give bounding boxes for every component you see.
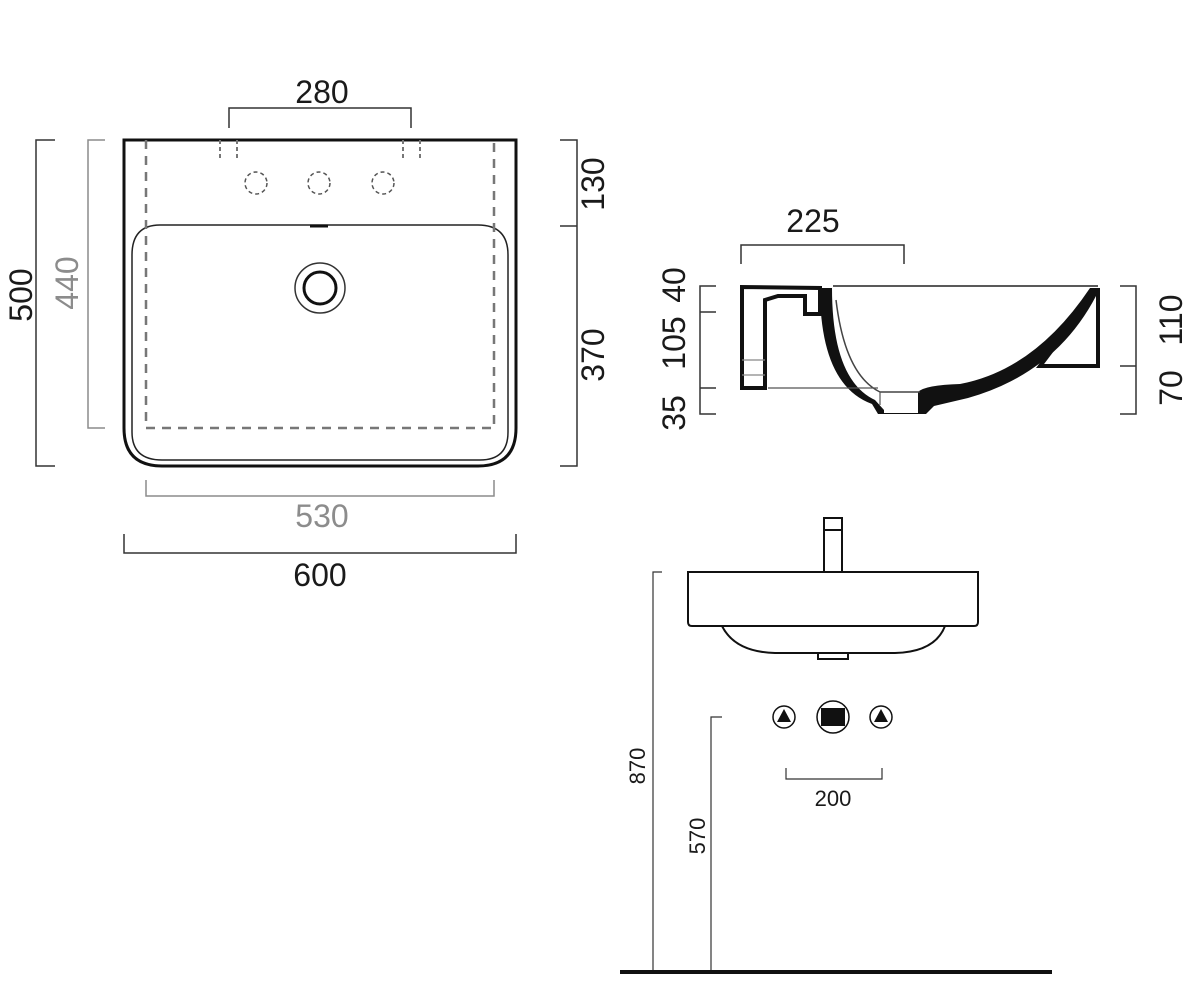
- dim-40: 40: [656, 267, 692, 303]
- front-elevation: 200 870 570: [620, 517, 1052, 974]
- dim-line-225: [740, 244, 905, 264]
- tap-marks: [219, 140, 421, 158]
- dim-225: 225: [786, 203, 839, 239]
- dim-35: 35: [656, 395, 692, 431]
- drain-outer: [294, 262, 346, 314]
- dim-line-440: [87, 139, 105, 429]
- dim-line-left: [699, 285, 716, 415]
- drain-stub: [817, 652, 849, 660]
- dim-110: 110: [1153, 294, 1189, 345]
- dim-70: 70: [1153, 370, 1189, 406]
- dim-line-570: [710, 716, 722, 972]
- right-support: [1035, 288, 1100, 368]
- top-view: 280 500 440 130 370 530 600: [3, 74, 611, 593]
- back-flange: [740, 284, 822, 390]
- basin-front: [687, 571, 979, 627]
- dim-530: 530: [295, 498, 348, 534]
- dim-line-530: [145, 480, 495, 497]
- dim-280: 280: [295, 74, 348, 110]
- dim-105: 105: [656, 316, 692, 369]
- dim-line-right-section: [1120, 285, 1137, 415]
- dim-370: 370: [575, 328, 611, 381]
- dim-line-200: [785, 768, 883, 780]
- tap-holes: [244, 171, 395, 195]
- dim-line-500: [35, 139, 55, 467]
- dim-440: 440: [49, 256, 85, 309]
- dim-600: 600: [293, 557, 346, 593]
- wall-outlets: [772, 700, 893, 734]
- bowl-outline: [131, 224, 509, 461]
- drain-inner: [302, 270, 338, 306]
- dim-570: 570: [685, 818, 710, 855]
- dim-line-280: [228, 107, 412, 128]
- dim-500: 500: [3, 268, 39, 321]
- hidden-outline: [144, 140, 496, 430]
- dim-line-870: [652, 571, 662, 972]
- dim-200: 200: [815, 786, 852, 811]
- tap-hole-right: [371, 171, 395, 195]
- dim-line-right: [560, 139, 578, 467]
- tap-hole-left: [244, 171, 268, 195]
- section-shell: [820, 288, 1100, 414]
- dim-line-600: [123, 534, 517, 554]
- tap-hole-center: [307, 171, 331, 195]
- dim-130: 130: [575, 157, 611, 210]
- basin-top-outline: [122, 138, 518, 468]
- side-section: 225 40 105 35 110 70: [656, 203, 1189, 431]
- bowl-underside: [721, 625, 946, 654]
- bowl-inner-line: [835, 299, 920, 393]
- dim-870: 870: [625, 748, 650, 785]
